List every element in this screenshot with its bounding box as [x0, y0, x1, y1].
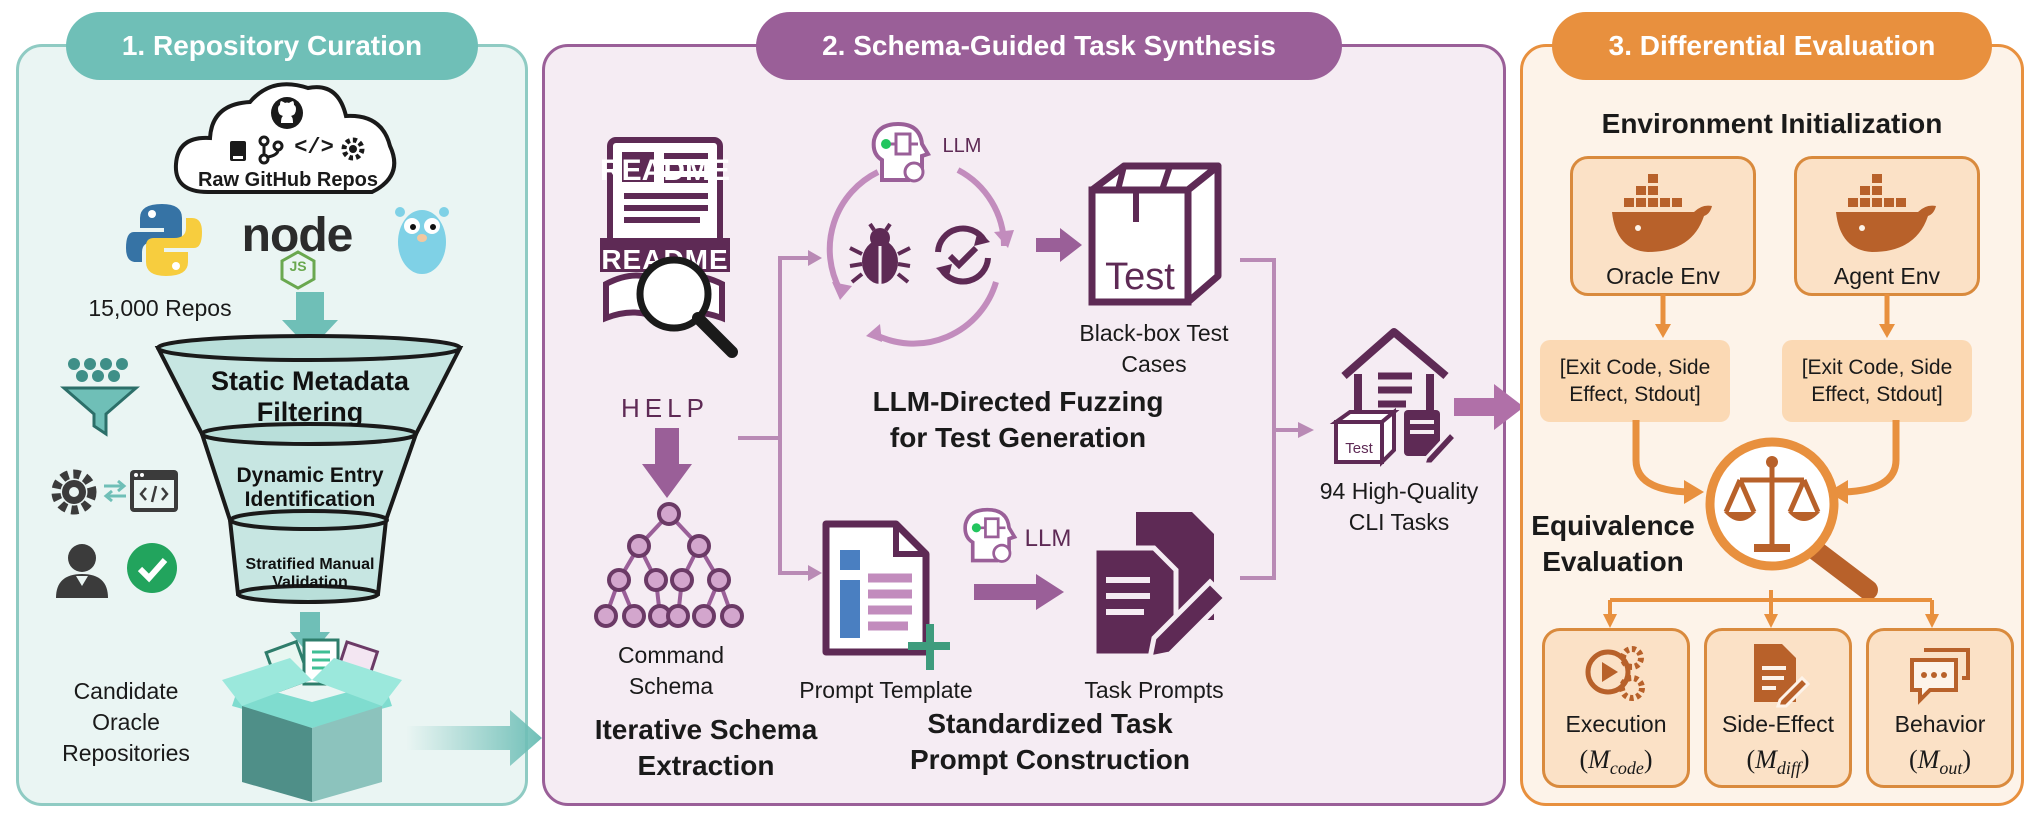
github-icon [271, 97, 303, 129]
metric-execution-symbol-sub: code [1609, 758, 1644, 779]
env-init-title: Environment Initialization [1601, 108, 1943, 139]
tasks-label: 94 High-Quality CLI Tasks [1319, 478, 1479, 536]
agent-env-label: Agent Env [1833, 263, 1941, 289]
stage2-title: 2. Schema-Guided Task Synthesis [756, 12, 1342, 80]
env-down-arrows [1655, 294, 1895, 338]
arrow-help-to-tree [642, 428, 692, 498]
candidate-oracle-label: Candidate Oracle Repositories [62, 678, 190, 767]
box-icon [222, 638, 402, 802]
metric-behavior-symbol-base: M [1917, 745, 1940, 774]
metric-side-effect-symbol-base: M [1755, 745, 1777, 774]
bug-icon [849, 222, 911, 284]
scale-icon [1705, 437, 1878, 600]
llm-label-2: LLM [1024, 525, 1072, 552]
funnel-level-2: Dynamic Entry Identification [236, 464, 384, 512]
documents-icon [1091, 512, 1230, 662]
cloud-icon [173, 82, 397, 194]
prompt-template-label: Prompt Template [799, 677, 973, 703]
docker-icon-2 [1836, 174, 1936, 252]
arrow-stage2-to-stage3 [1454, 384, 1524, 430]
metric-behavior-symbol-sub: out [1939, 758, 1963, 779]
small-test-label: Test [1345, 440, 1373, 457]
funnel [154, 334, 464, 604]
blackbox-label: Black-box Test Cases [1079, 320, 1229, 378]
metric-execution-name: Execution [1565, 711, 1667, 737]
oracle-output-box: [Exit Code, Side Effect, Stdout] [1540, 340, 1730, 422]
repo-count-label: 15,000 Repos [88, 295, 232, 321]
code-window-icon [130, 470, 178, 512]
prompt-construction-title: Standardized Task Prompt Construction [910, 708, 1190, 776]
document-icon [822, 520, 950, 670]
merge-connector [1240, 258, 1314, 580]
funnel-level-3: Stratified Manual Validation [245, 556, 375, 592]
magnifier-icon [636, 256, 738, 358]
nodejs-icon [280, 250, 316, 290]
output-to-scale-arrows [1632, 420, 1900, 504]
arrow-to-test [1036, 228, 1082, 262]
settings-gear-icon [51, 469, 97, 515]
arrow-stage1-to-stage2 [406, 710, 542, 766]
cloud-label: Raw GitHub Repos [197, 169, 378, 191]
llm-brain-icon-2 [963, 507, 1018, 563]
metric-behavior-name: Behavior [1894, 711, 1986, 737]
gears-play-icon [1585, 646, 1645, 701]
nodejs-badge: JS [289, 258, 307, 274]
tree-icon [594, 502, 744, 628]
docker-icon [1612, 174, 1712, 252]
file-edit-icon [1754, 644, 1811, 708]
metric-side-effect-symbol: (Mdiff) [1746, 745, 1810, 779]
schema-extraction-title: Iterative Schema Extraction [594, 714, 818, 782]
agent-output-box: [Exit Code, Side Effect, Stdout] [1782, 340, 1972, 422]
llm-label: LLM [942, 135, 982, 157]
filter-icon [59, 358, 141, 437]
arrow-into-funnel [282, 292, 338, 350]
llm-brain-icon [871, 121, 931, 183]
metric-execution-symbol-base: M [1588, 745, 1610, 774]
test-box-icon [1088, 162, 1222, 306]
check-cycle-icon [935, 225, 991, 285]
readme-label: README [600, 152, 730, 190]
branch-icon [258, 135, 284, 165]
metric-behavior-symbol: (Mout) [1908, 745, 1972, 779]
metric-side-effect-symbol-sub: diff [1776, 758, 1801, 779]
help-label: HELP [621, 393, 709, 423]
house-icon [1329, 328, 1459, 467]
branch-connector [738, 250, 822, 581]
stage1-title: 1. Repository Curation [66, 12, 478, 80]
equivalence-title: Equivalence Evaluation [1531, 510, 1695, 578]
fuzz-title: LLM-Directed Fuzzing for Test Generation [872, 386, 1164, 454]
arrow-to-task-prompts [974, 574, 1064, 610]
user-icon [56, 544, 108, 598]
metric-side-effect-box [1704, 628, 1852, 788]
metric-execution-symbol: (Mcode) [1579, 745, 1653, 779]
book-icon [230, 141, 246, 161]
exchange-arrows-icon [103, 479, 127, 503]
task-prompts-label: Task Prompts [1084, 677, 1224, 703]
metric-branch-arrows [1603, 590, 1939, 628]
check-icon [127, 543, 177, 593]
funnel-level-1: Static Metadata Filtering [210, 366, 410, 428]
code-icon: </> [294, 135, 334, 160]
metric-side-effect-name: Side-Effect [1721, 711, 1835, 737]
python-icon [126, 204, 202, 276]
oracle-env-label: Oracle Env [1606, 263, 1720, 289]
command-schema-label: Command Schema [617, 642, 725, 700]
metric-behavior-box [1866, 628, 2014, 788]
test-label: Test [1105, 256, 1175, 298]
fuzz-cycle [826, 167, 1014, 347]
stage3-title: 3. Differential Evaluation [1552, 12, 1992, 80]
arrow-out-funnel [290, 612, 330, 656]
chat-icon [1910, 648, 1970, 705]
gear-icon [341, 137, 365, 161]
gopher-icon [395, 207, 449, 274]
